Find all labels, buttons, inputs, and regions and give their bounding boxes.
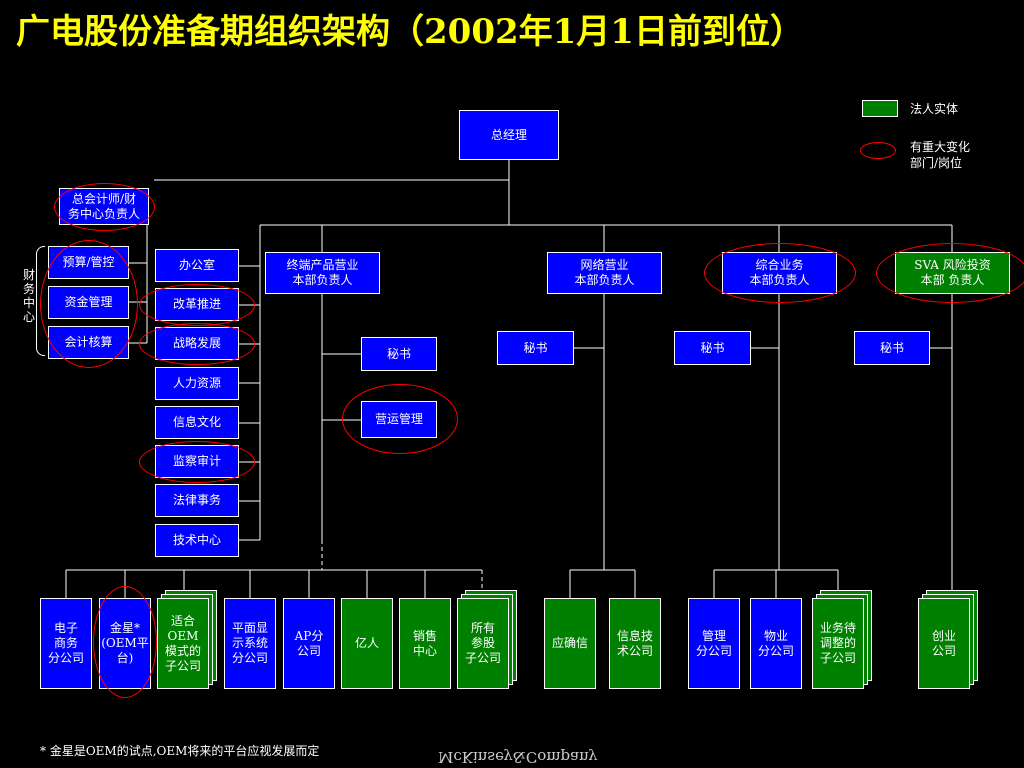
legend-change-marker	[860, 142, 896, 159]
secretary-sva: 秘书	[854, 331, 930, 365]
highlight-sva-division	[876, 243, 1024, 303]
subsidiary-oem-stack: 适合 OEM 模式的 子公司	[157, 590, 219, 689]
page-title: 广电股份准备期组织架构（2002年1月1日前到位）	[16, 12, 804, 52]
subsidiary-property: 物业 分公司	[750, 598, 802, 689]
subsidiary-oem-model: 适合 OEM 模式的 子公司	[157, 598, 209, 689]
secretary-terminal: 秘书	[361, 337, 437, 371]
highlight-reform	[139, 284, 255, 326]
highlight-cfo	[54, 183, 155, 231]
subsidiary-pending-adjustment: 业务待 调整的 子公司	[812, 598, 864, 689]
legend-change-label: 有重大变化 部门/岗位	[910, 140, 971, 170]
highlight-strategy	[139, 323, 255, 365]
subsidiary-shareholding-stack: 所有 参股 子公司	[457, 590, 519, 689]
highlight-general-division	[704, 243, 856, 303]
staff-office: 办公室	[155, 249, 239, 282]
subsidiary-venture: 创业 公司	[918, 598, 970, 689]
staff-info-culture: 信息文化	[155, 406, 239, 439]
general-manager-box: 总经理	[459, 110, 559, 160]
subsidiary-shareholding: 所有 参股 子公司	[457, 598, 509, 689]
brand-logo-text: McKinsey&Company	[438, 748, 598, 766]
staff-legal: 法律事务	[155, 484, 239, 517]
secretary-network: 秘书	[497, 331, 574, 365]
highlight-audit	[139, 441, 255, 483]
subsidiary-sales-center: 销售 中心	[399, 598, 451, 689]
staff-hr: 人力资源	[155, 367, 239, 400]
subsidiary-yiren: 亿人	[341, 598, 393, 689]
subsidiary-flat-display: 平面显 示系统 分公司	[224, 598, 276, 689]
subsidiary-adjust-stack: 业务待 调整的 子公司	[812, 590, 874, 689]
finance-center-label: 财 务 中 心	[22, 268, 35, 324]
division-terminal: 终端产品营业 本部负责人	[265, 252, 380, 294]
subsidiary-yingquexin: 应确信	[544, 598, 596, 689]
finance-brace	[36, 246, 45, 356]
highlight-jinxing	[93, 586, 157, 698]
subsidiary-ap: AP分 公司	[283, 598, 335, 689]
subsidiary-venture-stack: 创业 公司	[918, 590, 980, 689]
subsidiary-info-tech: 信息技 术公司	[609, 598, 661, 689]
subsidiary-ecommerce: 电子 商务 分公司	[40, 598, 92, 689]
subsidiary-management: 管理 分公司	[688, 598, 740, 689]
staff-tech-center: 技术中心	[155, 524, 239, 557]
footnote: * 金星是OEM的试点,OEM将来的平台应视发展而定	[40, 744, 320, 758]
highlight-finance	[40, 240, 138, 368]
legend-entity-label: 法人实体	[910, 102, 959, 116]
legend-entity-swatch	[862, 100, 898, 117]
division-network: 网络营业 本部负责人	[547, 252, 662, 294]
secretary-general: 秘书	[674, 331, 751, 365]
highlight-operations	[342, 384, 458, 454]
